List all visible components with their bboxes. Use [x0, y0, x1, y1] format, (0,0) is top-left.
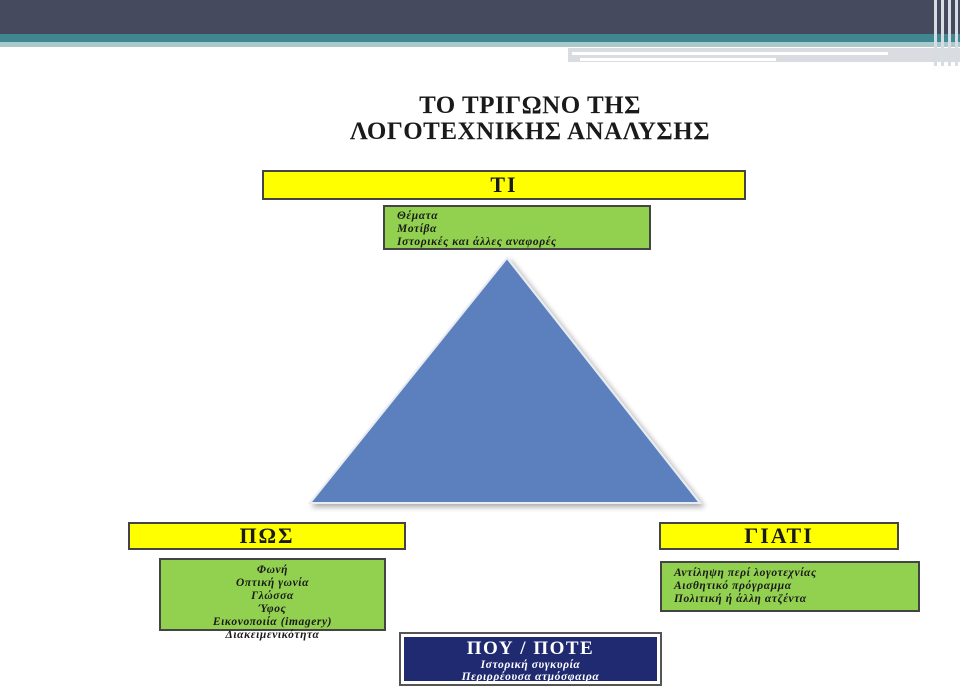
header-stripe: [941, 0, 944, 66]
ti-item: Ιστορικές και άλλες αναφορές: [397, 236, 557, 248]
giati-item: Αισθητικό πρόγραμμα: [674, 580, 792, 592]
triangle-shape: [307, 256, 703, 504]
pos-item: Ύφος: [258, 603, 287, 615]
header-stripe: [955, 0, 958, 66]
label-pos: ΠΩΣ: [128, 522, 406, 550]
header-bar: [0, 0, 960, 34]
giati-item: Πολιτική ή άλλη ατζέντα: [674, 593, 807, 605]
label-pou-pote: ΠΟΥ / ΠΟΤΕ: [466, 638, 595, 659]
box-pos-content: Φωνή Οπτική γωνία Γλώσσα Ύφος Εικονοποιί…: [159, 558, 386, 641]
header-divider: [580, 58, 776, 61]
box-pou-pote: ΠΟΥ / ΠΟΤΕ Ιστορική συγκυρία Περιρρέουσα…: [399, 632, 662, 686]
header-light-strip: [0, 42, 960, 47]
pou-pote-item: Περιρρέουσα ατμόσφαιρα: [461, 671, 600, 683]
pos-item: Διακειμενικότητα: [225, 629, 320, 641]
ti-item: Θέματα: [397, 210, 439, 222]
pos-item: Γλώσσα: [251, 590, 294, 602]
giati-item: Αντίληψη περί λογοτεχνίας: [674, 567, 817, 579]
pou-pote-item: Ιστορική συγκυρία: [480, 659, 581, 671]
pos-item: Φωνή: [256, 564, 289, 576]
title-line-2: ΛΟΓΟΤΕΧΝΙΚΗΣ ΑΝΑΛΥΣΗΣ: [349, 118, 711, 145]
box-ti-content: Θέματα Μοτίβα Ιστορικές και άλλες αναφορ…: [383, 205, 651, 250]
box-pou-pote-inner: ΠΟΥ / ΠΟΤΕ Ιστορική συγκυρία Περιρρέουσα…: [404, 637, 657, 683]
title-line-1: ΤΟ ΤΡΙΓΩΝΟ ΤΗΣ: [419, 92, 641, 119]
label-ti: ΤΙ: [262, 170, 746, 200]
box-giati-content: Αντίληψη περί λογοτεχνίας Αισθητικό πρόγ…: [660, 561, 920, 612]
pos-item: Οπτική γωνία: [235, 577, 310, 589]
header-stripe: [934, 0, 937, 66]
label-giati: ΓΙΑΤΙ: [659, 522, 899, 550]
header-accent-strip: [0, 34, 960, 42]
pos-item: Εικονοποιία (imagery): [212, 616, 333, 628]
header-divider: [572, 52, 888, 55]
header-stripe: [948, 0, 951, 66]
ti-item: Μοτίβα: [397, 223, 437, 235]
